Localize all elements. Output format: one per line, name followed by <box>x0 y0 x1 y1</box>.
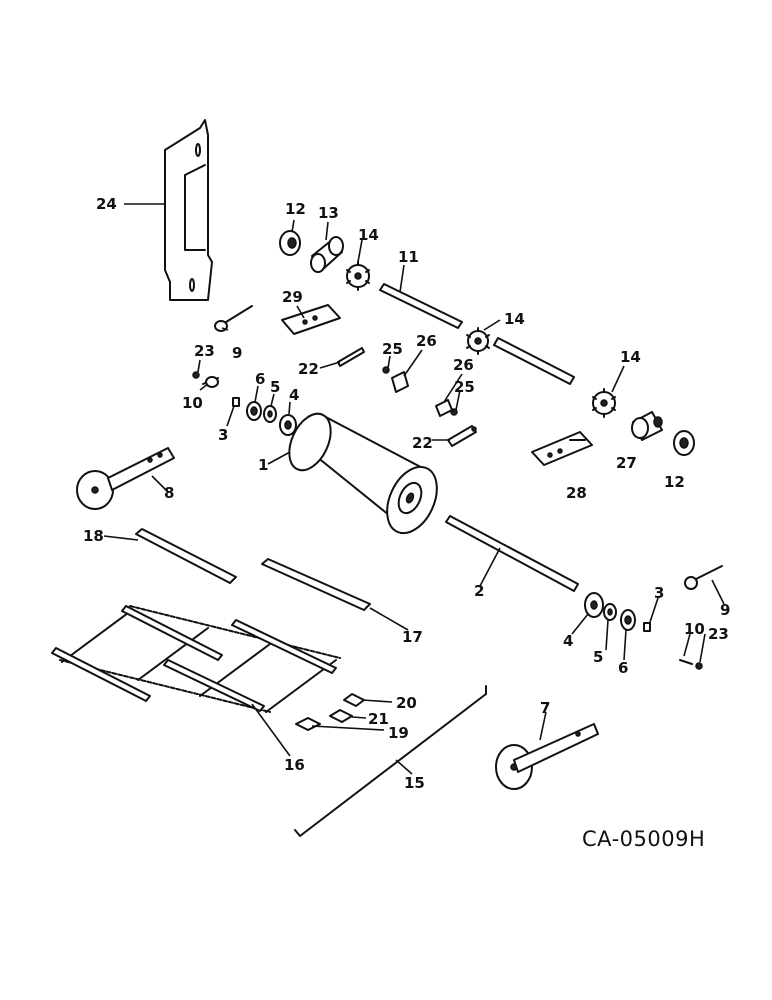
drawing-code: CA-05009H <box>582 827 705 851</box>
part-4-bearing <box>279 414 297 436</box>
callout-25: 25 <box>454 378 475 396</box>
callout-22: 22 <box>412 434 433 452</box>
part-10-23-hardware <box>192 371 219 388</box>
part-10-23-hardware <box>679 659 703 670</box>
callout-1: 1 <box>258 456 268 474</box>
part-29-plate <box>281 304 341 335</box>
callout-labels: 24 12 13 14 11 29 14 9 23 14 22 25 26 26… <box>83 195 730 792</box>
part-24-bracket <box>164 119 213 301</box>
part-16-chain-conveyor <box>51 605 341 713</box>
part-21-clip <box>329 709 353 723</box>
callout-12: 12 <box>664 473 685 491</box>
part-4-bearing <box>584 592 604 618</box>
callout-4: 4 <box>289 386 299 404</box>
callout-5: 5 <box>270 378 280 396</box>
callout-14: 14 <box>504 310 525 328</box>
part-19-clip <box>295 717 321 731</box>
callout-12: 12 <box>285 200 306 218</box>
callout-6: 6 <box>255 370 265 388</box>
callout-17: 17 <box>402 628 423 646</box>
part-27-sleeve <box>631 411 663 441</box>
callout-26: 26 <box>416 332 437 350</box>
callout-29: 29 <box>282 288 303 306</box>
callout-14: 14 <box>620 348 641 366</box>
part-3-key <box>643 622 651 632</box>
part-15-rod <box>294 685 487 837</box>
callout-23: 23 <box>194 342 215 360</box>
callout-21: 21 <box>368 710 389 728</box>
part-14-sprocket <box>346 261 370 291</box>
part-6-collar <box>246 401 262 421</box>
callout-27: 27 <box>616 454 637 472</box>
callout-3: 3 <box>218 426 228 444</box>
callout-10: 10 <box>684 620 705 638</box>
callout-10: 10 <box>182 394 203 412</box>
part-8-shield <box>76 447 175 510</box>
callout-9: 9 <box>232 344 242 362</box>
part-5-washer <box>603 603 617 621</box>
callout-2: 2 <box>474 582 484 600</box>
callout-23: 23 <box>708 625 729 643</box>
part-1-roller <box>288 412 438 535</box>
callout-4: 4 <box>563 632 573 650</box>
part-12-bushing <box>279 230 301 256</box>
callout-16: 16 <box>284 756 305 774</box>
part-18-bar <box>135 528 237 584</box>
callout-26: 26 <box>453 356 474 374</box>
callout-7: 7 <box>540 699 550 717</box>
part-9-bolt <box>214 305 253 332</box>
part-20-clip <box>343 693 365 707</box>
part-3-key <box>232 397 240 407</box>
part-17-bar <box>261 558 371 611</box>
callout-19: 19 <box>388 724 409 742</box>
part-12-bushing <box>673 430 695 456</box>
callout-24: 24 <box>96 195 117 213</box>
part-2-shaft <box>445 515 579 592</box>
part-26-25-fasteners <box>435 399 458 417</box>
part-11-shaft-end <box>493 337 575 385</box>
part-25-26-fasteners <box>382 366 409 393</box>
part-6-collar <box>620 609 636 631</box>
part-5-washer <box>263 405 277 423</box>
part-28-plate <box>531 431 593 466</box>
part-14-sprocket <box>466 327 490 355</box>
part-9-bolt <box>684 565 723 590</box>
callout-6: 6 <box>618 659 628 677</box>
part-14-sprocket <box>592 388 616 418</box>
callout-3: 3 <box>654 584 664 602</box>
callout-18: 18 <box>83 527 104 545</box>
callout-13: 13 <box>318 204 339 222</box>
leader-lines <box>103 203 725 775</box>
part-13-sleeve <box>310 236 344 273</box>
part-22-pin <box>447 425 477 447</box>
callout-8: 8 <box>164 484 174 502</box>
callout-25: 25 <box>382 340 403 358</box>
callout-22: 22 <box>298 360 319 378</box>
callout-11: 11 <box>398 248 419 266</box>
part-22-pin <box>337 347 365 367</box>
callout-20: 20 <box>396 694 417 712</box>
callout-14: 14 <box>358 226 379 244</box>
callout-9: 9 <box>720 601 730 619</box>
callout-15: 15 <box>404 774 425 792</box>
part-11-shaft <box>379 283 463 329</box>
part-7-shield <box>495 723 599 790</box>
callout-28: 28 <box>566 484 587 502</box>
callout-5: 5 <box>593 648 603 666</box>
